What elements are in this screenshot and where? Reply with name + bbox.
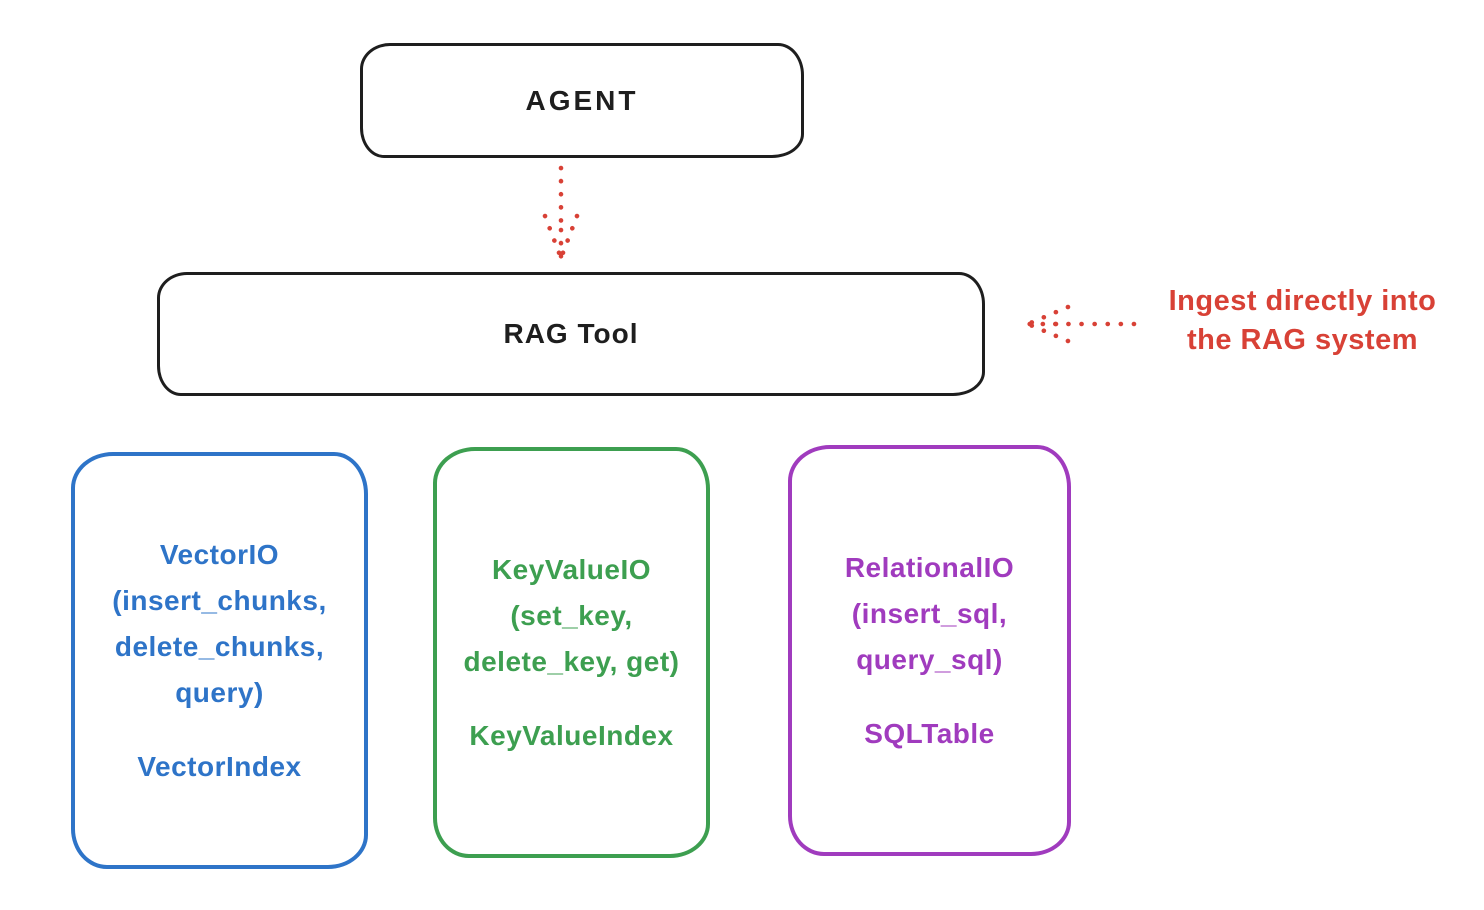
keyvalue-io-node[interactable]: KeyValueIO (set_key, delete_key, get) Ke…	[433, 447, 710, 858]
annotation-line-2: the RAG system	[1186, 324, 1418, 356]
sql-table-label: SQLTable	[864, 717, 995, 749]
agent-node[interactable]: AGENT	[360, 43, 804, 158]
arrow-head-left	[542, 213, 564, 261]
relational-io-methods-1: (insert_sql,	[851, 597, 1008, 629]
keyvalue-io-title: KeyValueIO	[491, 553, 652, 585]
keyvalue-index-label: KeyValueIndex	[469, 719, 674, 751]
vector-io-methods-3: query)	[175, 676, 264, 708]
keyvalue-io-methods-1: (set_key,	[510, 599, 633, 631]
ingest-annotation: Ingest directly into the RAG system	[1135, 282, 1470, 360]
keyvalue-io-methods-2: delete_key, get)	[463, 645, 680, 677]
agent-to-rag-tool-arrow[interactable]	[540, 164, 582, 266]
vector-io-title: VectorIO	[159, 538, 280, 570]
rag-tool-label: RAG Tool	[503, 318, 639, 349]
relational-io-methods-2: query_sql)	[856, 643, 1003, 675]
vector-io-methods-2: delete_chunks,	[114, 630, 325, 662]
vector-io-node[interactable]: VectorIO (insert_chunks, delete_chunks, …	[71, 452, 368, 869]
ingest-arrow[interactable]	[1022, 300, 1140, 348]
vector-io-methods-1: (insert_chunks,	[112, 584, 327, 616]
rag-tool-node[interactable]: RAG Tool	[157, 272, 985, 396]
annotation-line-1: Ingest directly into	[1168, 285, 1437, 317]
relational-io-title: RelationalIO	[844, 551, 1015, 583]
vector-index-label: VectorIndex	[137, 750, 302, 782]
arrow-head-right	[558, 213, 580, 261]
relational-io-node[interactable]: RelationalIO (insert_sql, query_sql) SQL…	[788, 445, 1071, 856]
arrow-head-bottom	[1025, 321, 1071, 344]
arrow-head-top	[1025, 304, 1071, 327]
agent-label: AGENT	[525, 84, 639, 116]
